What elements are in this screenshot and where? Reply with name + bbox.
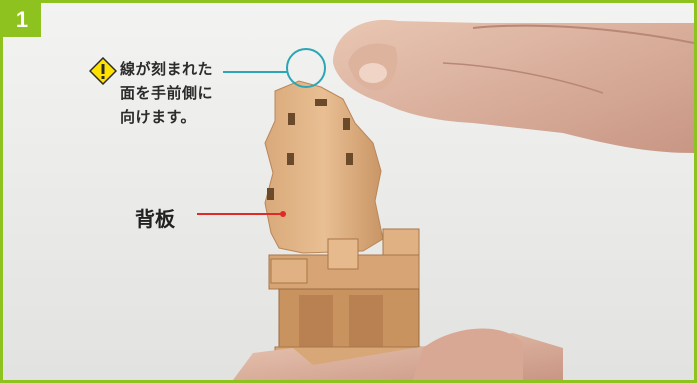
callout-line: 面を手前側に xyxy=(120,84,214,102)
back-panel-label: 背板 xyxy=(135,207,175,231)
warning-diamond-icon xyxy=(89,57,117,85)
step-number-badge: 1 xyxy=(3,3,41,37)
callout-line: 線が刻まれた xyxy=(120,60,214,78)
callout-text: 線が刻まれた 面を手前側に 向けます。 xyxy=(120,57,213,129)
callout-line: 向けます。 xyxy=(120,108,197,126)
photo-hand-holding-chair xyxy=(3,3,694,380)
